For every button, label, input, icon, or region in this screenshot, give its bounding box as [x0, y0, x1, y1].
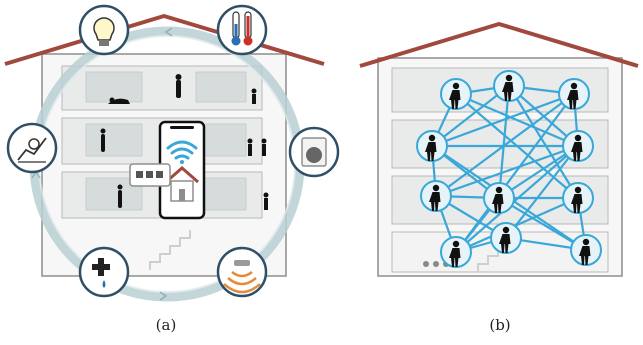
person-silhouette-head: [452, 82, 460, 90]
person-node: [483, 182, 515, 214]
wifi-dot: [180, 160, 184, 164]
network-link: [435, 144, 579, 198]
network-link: [431, 85, 510, 147]
person-node: [493, 70, 525, 102]
network-link: [431, 92, 575, 148]
person-silhouette-body: [449, 90, 461, 109]
water-tap-icon: [78, 246, 130, 298]
caption-a: (a): [155, 316, 177, 334]
house-b-roof: [359, 22, 639, 68]
washing-machine-icon: [288, 126, 340, 178]
network-link: [498, 197, 587, 251]
person-silhouette-head: [582, 238, 590, 246]
person-silhouette-body: [429, 192, 441, 211]
network-link: [505, 145, 579, 239]
house-a-people: [100, 74, 269, 210]
person-silhouette-body: [571, 142, 583, 161]
person-node: [562, 130, 594, 162]
person-silhouette-head: [452, 240, 460, 248]
person-node: [420, 180, 452, 212]
energy-chart-icon: [6, 122, 58, 174]
person-silhouette-body: [502, 82, 514, 101]
person-silhouette-head: [574, 134, 582, 142]
person-silhouette-head: [570, 82, 578, 90]
thermometer-icon: [216, 4, 268, 56]
person-silhouette-body: [425, 142, 437, 161]
person-silhouette-head: [432, 184, 440, 192]
network-link: [455, 196, 579, 254]
person-node: [416, 130, 448, 162]
network-nodes: [416, 70, 602, 268]
panel-b-people-network: [359, 22, 639, 277]
person-silhouette-head: [574, 186, 582, 194]
person-silhouette-body: [499, 234, 511, 253]
house-a-stairs: [149, 230, 191, 270]
lightbulb-icon: [78, 4, 130, 56]
person-node: [562, 182, 594, 214]
wifi-icon: [166, 140, 198, 160]
person-silhouette-head: [502, 226, 510, 234]
caption-b: (b): [489, 316, 511, 334]
panel-a-smart-home: [4, 4, 340, 302]
house-a-roof: [4, 14, 325, 66]
person-silhouette-body: [567, 90, 579, 109]
person-silhouette-head: [428, 134, 436, 142]
person-silhouette-head: [495, 186, 503, 194]
person-silhouette-body: [492, 194, 504, 213]
person-node: [570, 234, 602, 266]
person-node: [490, 222, 522, 254]
network-link: [455, 92, 579, 148]
person-silhouette-body: [579, 246, 591, 265]
person-silhouette-head: [505, 74, 513, 82]
person-node: [440, 236, 472, 268]
network-link: [497, 85, 511, 199]
person-silhouette-body: [571, 194, 583, 213]
person-silhouette-body: [449, 248, 461, 267]
network-link: [508, 85, 579, 199]
hub-icon: [129, 163, 171, 187]
wireless-sensor-icon: [216, 246, 268, 298]
home-icon: [165, 166, 199, 202]
person-node: [440, 78, 472, 110]
person-node: [558, 78, 590, 110]
